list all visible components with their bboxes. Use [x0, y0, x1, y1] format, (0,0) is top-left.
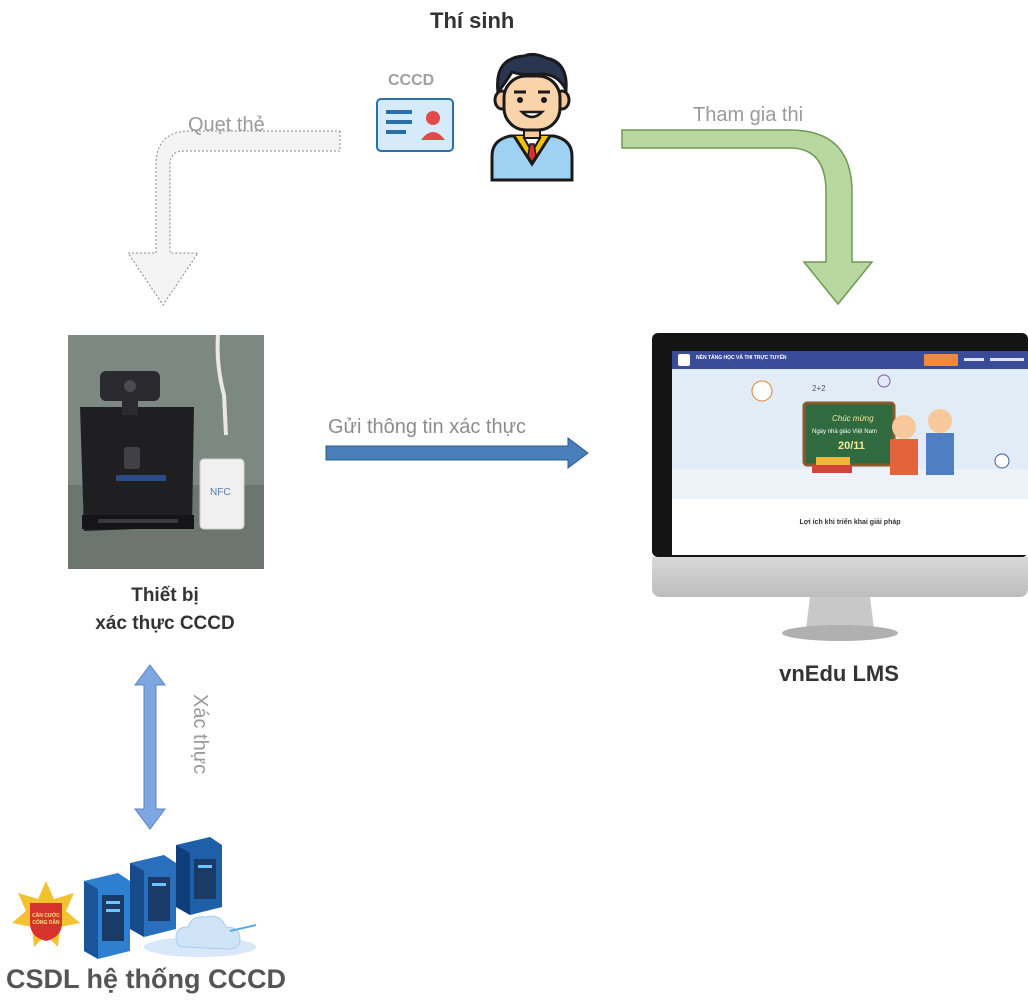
lms-header-title: NỀN TẢNG HỌC VÀ THI TRỰC TUYẾN [696, 355, 787, 361]
svg-text:CĂN CƯỚC: CĂN CƯỚC [32, 911, 60, 919]
svg-text:CÔNG DÂN: CÔNG DÂN [32, 918, 60, 926]
lms-monitor: NỀN TẢNG HỌC VÀ THI TRỰC TUYẾN Chúc mừng… [652, 333, 1028, 643]
server-rack-icon [84, 837, 257, 959]
id-card-icon [376, 98, 454, 152]
authenticate-label: Xác thực [189, 694, 211, 775]
lms-header: NỀN TẢNG HỌC VÀ THI TRỰC TUYẾN [672, 351, 1028, 369]
svg-text:NFC: NFC [210, 487, 231, 498]
monitor-screen: NỀN TẢNG HỌC VÀ THI TRỰC TUYẾN Chúc mừng… [672, 351, 1028, 555]
authenticate-arrow [134, 664, 166, 830]
citizen-id-badge-icon: CĂN CƯỚC CÔNG DÂN [12, 881, 80, 947]
cccd-label: CCCD [388, 72, 435, 89]
join-exam-arrow [621, 129, 874, 306]
monitor-stand [782, 597, 898, 641]
lms-logo-icon [678, 354, 690, 366]
lms-caption: vnEdu LMS [779, 661, 899, 686]
student-title: Thí sinh [430, 8, 515, 33]
send-info-arrow [325, 437, 589, 469]
svg-text:2+2: 2+2 [812, 384, 826, 393]
lms-header-link-1[interactable] [964, 358, 984, 361]
cccd-card: CCCD [368, 68, 464, 178]
banner-line1: Chúc mừng [832, 414, 874, 423]
lms-banner: Chúc mừng Ngày nhà giáo Việt Nam 20/11 2… [672, 369, 1028, 499]
lms-header-link-2[interactable] [990, 358, 1024, 361]
send-info-label: Gửi thông tin xác thực [328, 416, 526, 438]
banner-line2: Ngày nhà giáo Việt Nam [812, 429, 877, 435]
device-image: NFC [68, 335, 264, 569]
banner-art: Chúc mừng Ngày nhà giáo Việt Nam 20/11 2… [672, 369, 1028, 499]
student-avatar-icon [490, 52, 574, 182]
join-exam-label: Tham gia thi [693, 104, 804, 126]
device-caption-line1: Thiết bị [131, 585, 199, 606]
swipe-card-label: Quẹt thẻ [188, 114, 265, 136]
database-illustration: CĂN CƯỚC CÔNG DÂN [10, 835, 260, 965]
device-caption: Thiết bị xác thực CCCD [40, 582, 290, 638]
lms-header-button[interactable] [924, 354, 958, 366]
monitor-chin [652, 557, 1028, 597]
database-caption: CSDL hệ thống CCCD [6, 964, 286, 994]
banner-date: 20/11 [838, 440, 865, 452]
lms-body-heading: Lợi ích khi triển khai giải pháp [799, 519, 901, 526]
auth-device-photo: NFC [68, 335, 264, 569]
device-caption-line2: xác thực CCCD [95, 613, 235, 634]
swipe-card-arrow [128, 130, 341, 306]
